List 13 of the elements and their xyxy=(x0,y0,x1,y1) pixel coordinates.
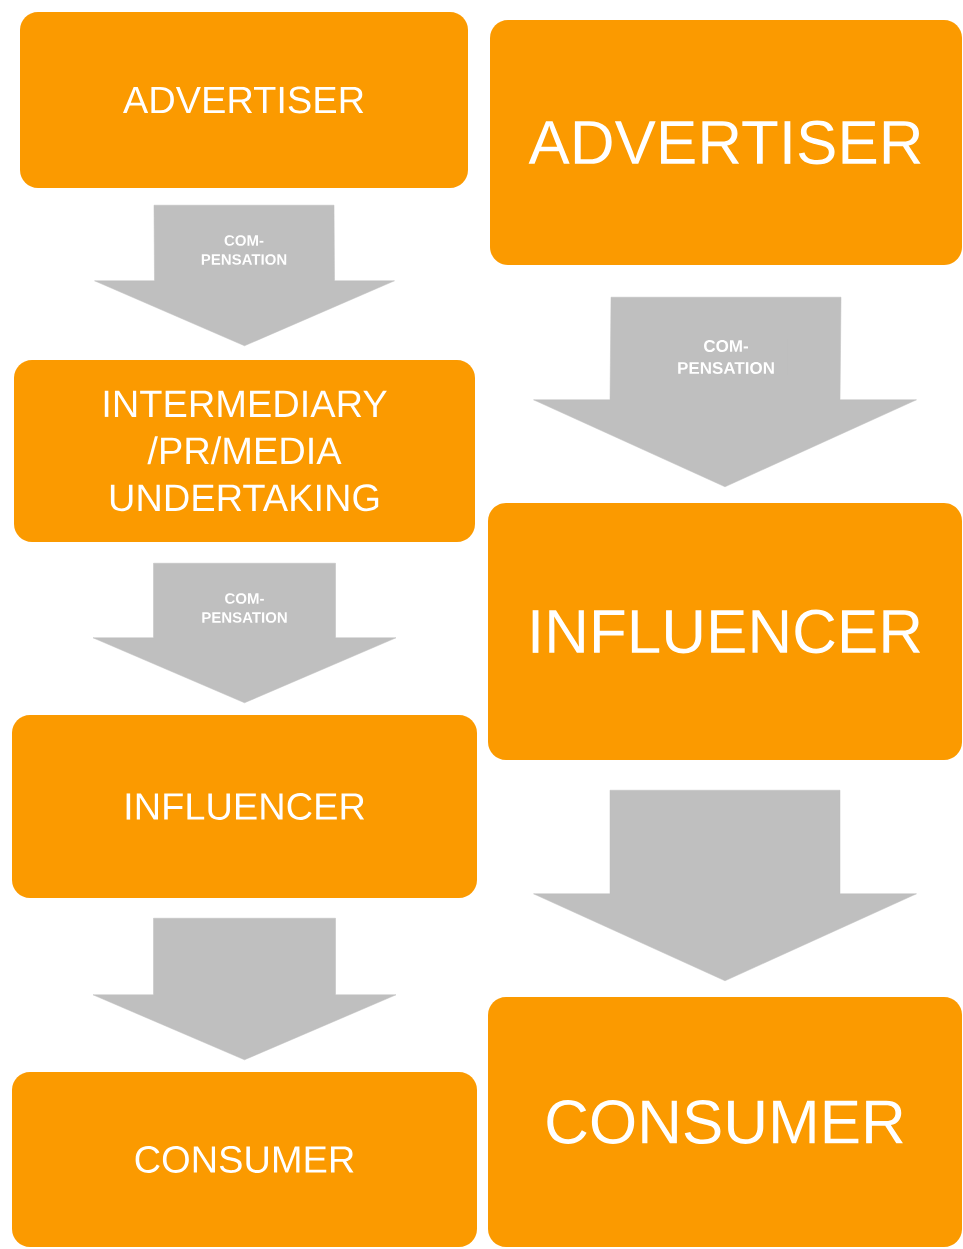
process-box: CONSUMER xyxy=(12,1072,477,1247)
block-arrow xyxy=(533,789,917,982)
process-box: INFLUENCER xyxy=(488,503,962,760)
process-box: CONSUMER xyxy=(488,997,962,1247)
process-box: ADVERTISER xyxy=(20,12,468,188)
edge-label: COM- PENSATION xyxy=(665,339,787,375)
process-box: INFLUENCER xyxy=(12,715,477,898)
edge-label: COM- PENSATION xyxy=(193,592,296,624)
edge-label: COM- PENSATION xyxy=(193,234,295,266)
block-arrow xyxy=(92,917,397,1061)
block-arrow xyxy=(533,296,917,488)
process-box: ADVERTISER xyxy=(490,20,962,265)
process-box: INTERMEDIARY /PR/MEDIA UNDERTAKING xyxy=(14,360,475,542)
